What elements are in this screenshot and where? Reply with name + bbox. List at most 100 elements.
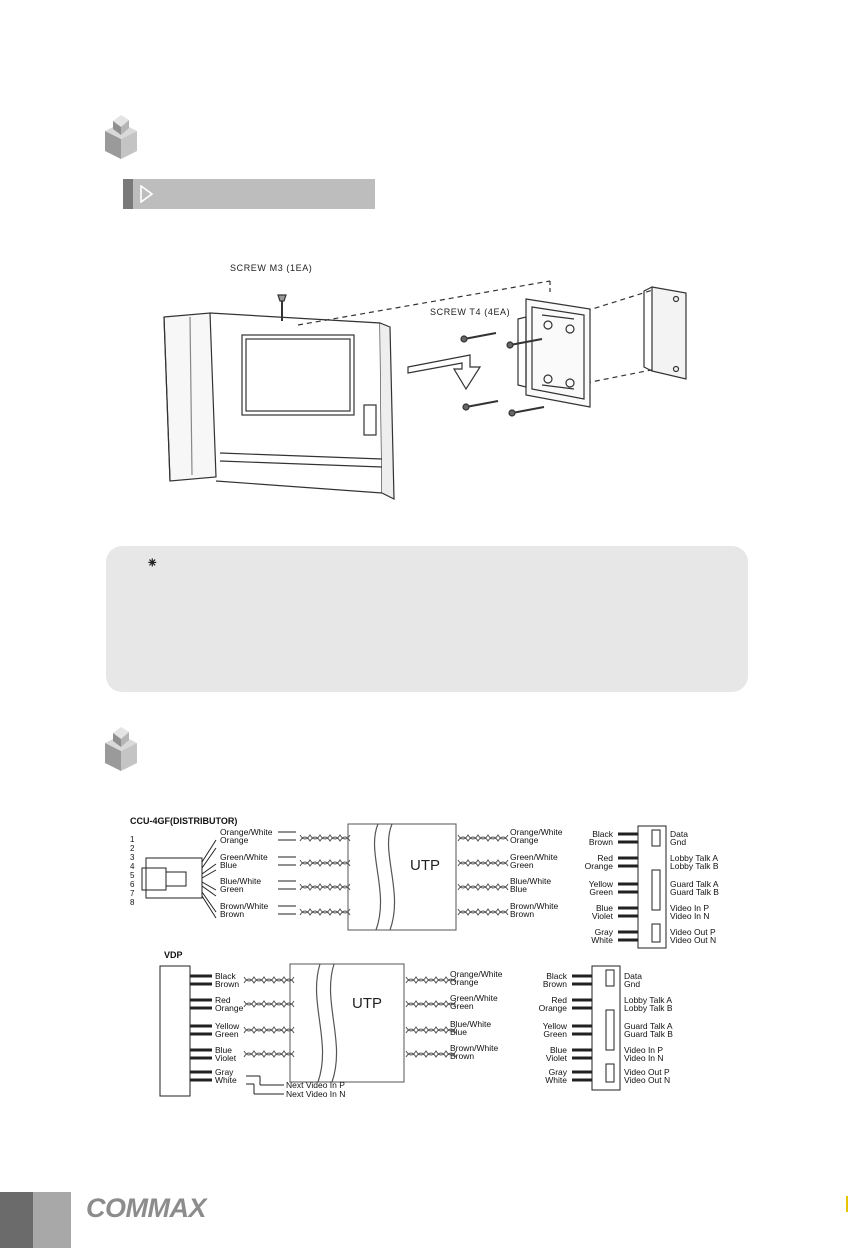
bottom-right-wire-label: Gray xyxy=(549,1067,568,1077)
top-left-wire-label: Blue/White xyxy=(220,876,261,886)
utp-block-bottom: UTP xyxy=(289,963,405,1083)
vdp-wire-label: Red xyxy=(215,995,231,1005)
bottom-terminal-label: Guard Talk B xyxy=(624,1029,673,1039)
top-mid-twisted-pair xyxy=(457,883,509,891)
bottom-mid-twisted-pair xyxy=(405,976,457,984)
vdp-title: VDP xyxy=(164,950,183,960)
footer-band xyxy=(33,1192,71,1248)
bottom-mid-twisted-pair xyxy=(405,1050,457,1058)
top-left-twisted-pair xyxy=(299,859,351,867)
top-left-twisted-pair xyxy=(299,908,351,916)
footer-page-tab xyxy=(0,1192,33,1248)
top-terminal-label: Lobby Talk B xyxy=(670,861,719,871)
bottom-terminal-label: Video Out N xyxy=(624,1075,670,1085)
bottom-mid-twisted-pair xyxy=(405,1000,457,1008)
bottom-left-twisted-pair xyxy=(243,1000,295,1008)
bottom-right-wire-label: Yellow xyxy=(543,1021,568,1031)
bottom-mid-wire-label: Green/White xyxy=(450,993,498,1003)
top-mid-wire-label: Orange/White xyxy=(510,827,563,837)
bottom-right-wire-label: Blue xyxy=(550,1045,567,1055)
bottom-mid-wire-label: Blue/White xyxy=(450,1019,491,1029)
pin-number: 8 xyxy=(130,898,135,907)
top-terminal-label: Video Out N xyxy=(670,935,716,945)
vdp-wire-label: Brown xyxy=(215,979,239,989)
top-left-wire-label: Orange/White xyxy=(220,827,273,837)
bottom-left-twisted-pair xyxy=(243,976,295,984)
play-triangle-icon xyxy=(140,185,154,203)
top-left-wire-label: Green xyxy=(220,884,244,894)
ccu-title: CCU-4GF(DISTRIBUTOR) xyxy=(130,816,237,826)
top-left-twisted-pair xyxy=(299,834,351,842)
pin-number: 7 xyxy=(130,889,135,898)
top-terminal-label: Gnd xyxy=(670,837,686,847)
bottom-terminal-label: Lobby Talk A xyxy=(624,995,672,1005)
bottom-left-twisted-pair xyxy=(243,1050,295,1058)
top-right-wire-label: Brown xyxy=(589,837,613,847)
screw-t4-label: SCREW T4 (4EA) xyxy=(430,307,510,317)
footer-marker xyxy=(846,1196,848,1212)
top-mid-wire-label: Orange xyxy=(510,835,539,845)
note-marker: ⁕ xyxy=(146,554,159,572)
bottom-mid-wire-label: Orange xyxy=(450,977,479,987)
bottom-mid-wire-label: Orange/White xyxy=(450,969,503,979)
top-mid-wire-label: Blue xyxy=(510,884,527,894)
bottom-terminal-label: Guard Talk A xyxy=(624,1021,673,1031)
bottom-mid-wire-label: Blue xyxy=(450,1027,467,1037)
bottom-terminal-label: Data xyxy=(624,971,642,981)
top-left-wire-label: Green/White xyxy=(220,852,268,862)
wiring-diagram: CCU-4GF(DISTRIBUTOR) VDP UTP UTP 1234567… xyxy=(130,816,719,1099)
top-left-wire-label: Brown/White xyxy=(220,901,268,911)
top-right-wire-label: Yellow xyxy=(589,879,614,889)
vdp-wire-label: Yellow xyxy=(215,1021,240,1031)
top-mid-twisted-pair xyxy=(457,834,509,842)
vdp-wire-label: Black xyxy=(215,971,237,981)
utp-block-top: UTP xyxy=(347,823,457,931)
section-cube-icon xyxy=(105,727,137,771)
top-right-wire-label: Red xyxy=(597,853,613,863)
note-box: ⁕ xyxy=(106,546,748,692)
vdp-wire-label: White xyxy=(215,1075,237,1085)
top-right-wire-label: Green xyxy=(589,887,613,897)
top-terminal-label: Guard Talk B xyxy=(670,887,719,897)
top-terminal-label: Video In N xyxy=(670,911,710,921)
top-right-wire-label: Violet xyxy=(592,911,614,921)
top-left-wire-label: Blue xyxy=(220,860,237,870)
top-left-twisted-pair xyxy=(299,883,351,891)
bottom-right-wire-label: Black xyxy=(546,971,568,981)
vdp-wire-label: Violet xyxy=(215,1053,237,1063)
top-right-wire-label: Gray xyxy=(595,927,614,937)
top-mid-wire-label: Brown/White xyxy=(510,901,558,911)
bottom-mid-wire-label: Brown xyxy=(450,1051,474,1061)
bottom-mid-twisted-pair xyxy=(405,1026,457,1034)
bottom-right-wire-label: Brown xyxy=(543,979,567,989)
next-video-label: Next Video In N xyxy=(286,1089,345,1099)
brand-logo: COMMAX xyxy=(86,1193,207,1223)
top-mid-wire-label: Blue/White xyxy=(510,876,551,886)
pin-number: 1 xyxy=(130,835,135,844)
top-right-wire-label: Black xyxy=(592,829,614,839)
terminal-block-top xyxy=(637,825,667,949)
bottom-terminal-label: Gnd xyxy=(624,979,640,989)
utp-label-top: UTP xyxy=(410,857,440,874)
bottom-right-wire-label: White xyxy=(545,1075,567,1085)
top-mid-wire-label: Brown xyxy=(510,909,534,919)
vdp-wire-label: Gray xyxy=(215,1067,234,1077)
pin-number: 3 xyxy=(130,853,135,862)
top-mid-twisted-pair xyxy=(457,859,509,867)
bottom-right-wire-label: Orange xyxy=(539,1003,568,1013)
vdp-wire-label: Blue xyxy=(215,1045,232,1055)
pin-number: 5 xyxy=(130,871,135,880)
top-left-wire-label: Orange xyxy=(220,835,249,845)
pin-number: 2 xyxy=(130,844,135,853)
top-mid-twisted-pair xyxy=(457,908,509,916)
top-terminal-label: Video Out P xyxy=(670,927,716,937)
bottom-mid-wire-label: Green xyxy=(450,1001,474,1011)
vdp-connector xyxy=(159,965,191,1097)
bottom-right-wire-label: Green xyxy=(543,1029,567,1039)
bottom-terminal-label: Video In P xyxy=(624,1045,663,1055)
top-terminal-label: Guard Talk A xyxy=(670,879,719,889)
top-right-wire-label: White xyxy=(591,935,613,945)
top-mid-wire-label: Green xyxy=(510,860,534,870)
bottom-terminal-label: Video Out P xyxy=(624,1067,670,1077)
bottom-right-wire-label: Violet xyxy=(546,1053,568,1063)
